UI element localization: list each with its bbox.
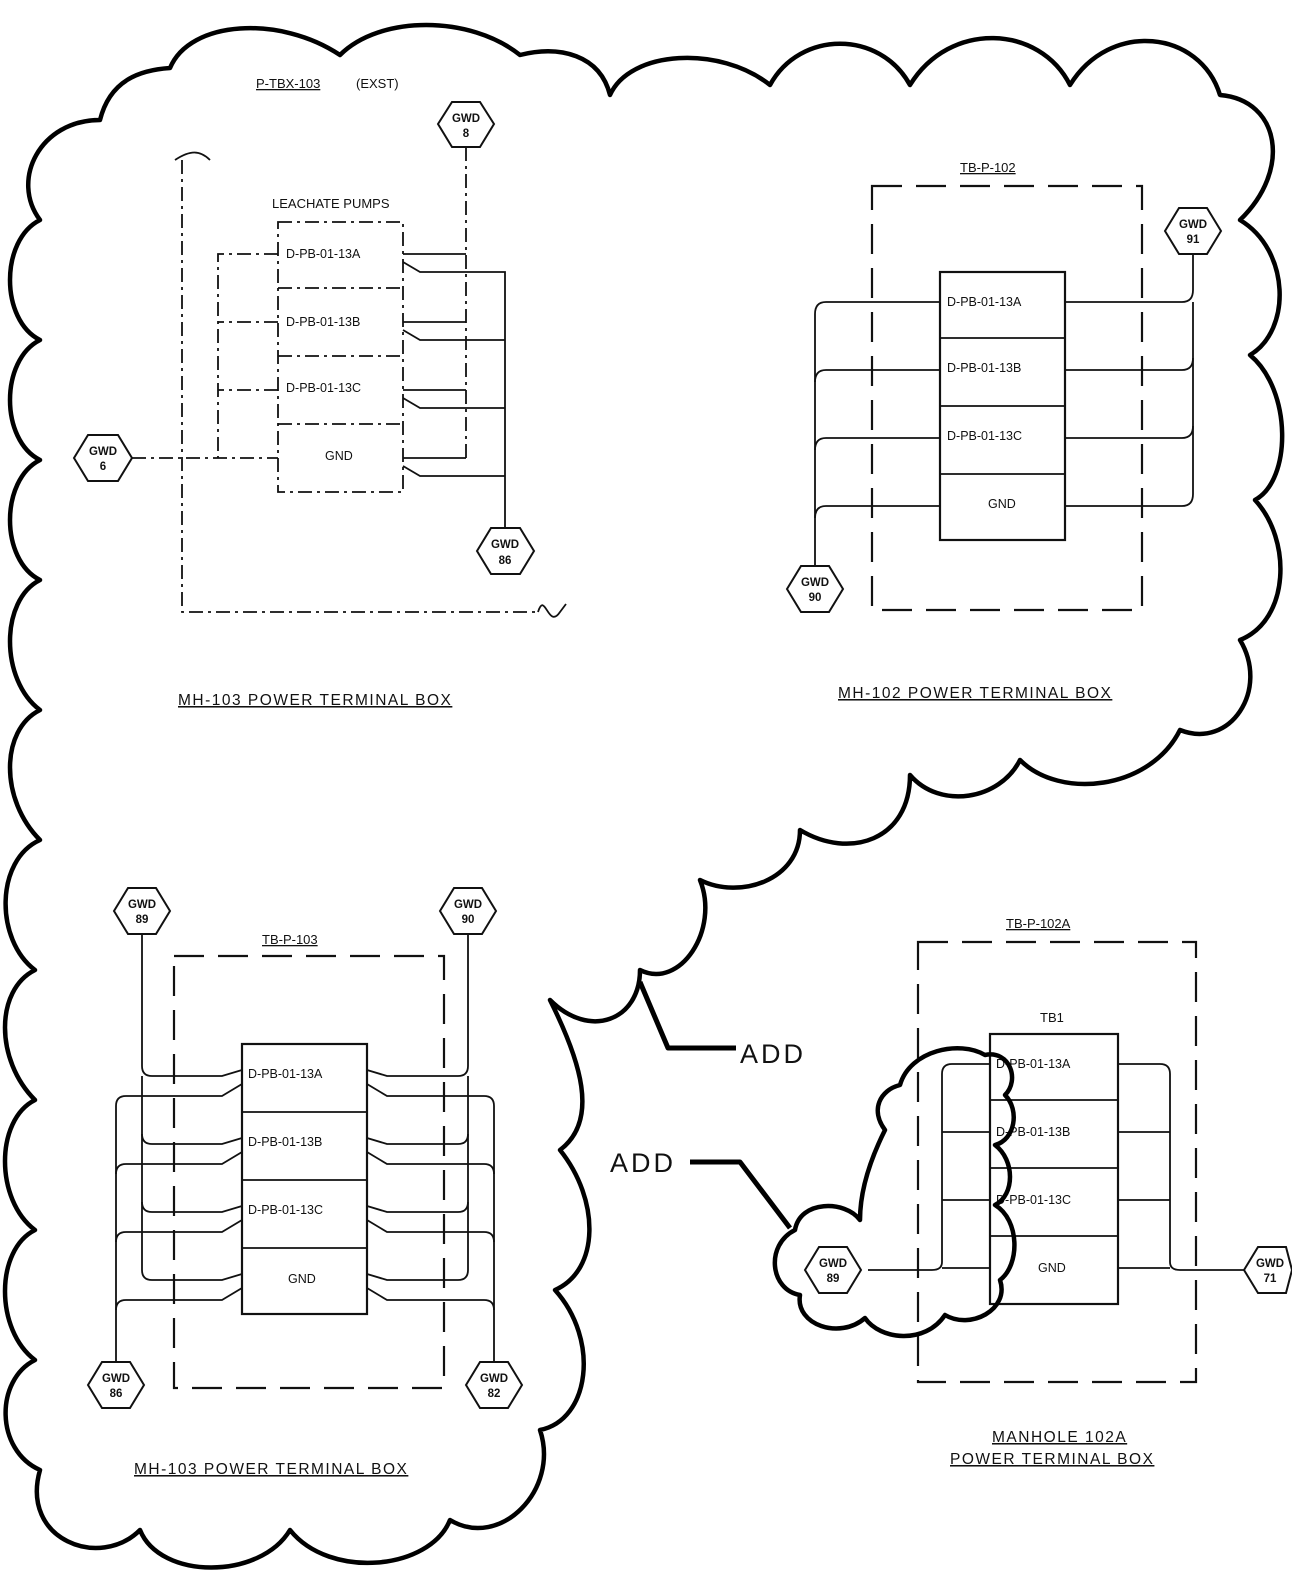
tag-label: GWD xyxy=(801,577,829,589)
enclosure-dashed xyxy=(916,940,1198,1384)
panel-mh103-new: TB-P-103 D-PB-01-13A D-PB-01-13B D-PB-01… xyxy=(86,887,524,1478)
revision-cloud-main xyxy=(2,22,1285,1570)
terminal-label: GND xyxy=(988,497,1016,511)
add-callout-2: ADD xyxy=(610,1148,676,1178)
tag-number: 82 xyxy=(488,1388,501,1400)
caption-mh102: MH-102 POWER TERMINAL BOX xyxy=(838,685,1112,702)
tag-number: 6 xyxy=(100,461,106,473)
terminal-label: D-PB-01-13C xyxy=(996,1193,1071,1207)
tag-label: GWD xyxy=(102,1373,130,1385)
panel-mh102: TB-P-102 D-PB-01-13A D-PB-01-13B D-PB-01… xyxy=(785,160,1223,702)
caption-manhole-102a-line2: POWER TERMINAL BOX xyxy=(950,1451,1154,1468)
box-id-tb-p-102a: TB-P-102A xyxy=(1006,916,1071,931)
tag-number: 90 xyxy=(462,914,475,926)
tag-number: 86 xyxy=(110,1388,123,1400)
panel-mh103-existing: P-TBX-103 (EXST) LEACHATE PUMPS D-PB-01-… xyxy=(72,76,567,709)
gwd-tag-hex xyxy=(112,887,172,935)
gwd-tag-hex xyxy=(1163,207,1223,255)
enclosure-dashed xyxy=(172,954,446,1390)
tag-label: GWD xyxy=(1256,1258,1284,1270)
strip-label-tb1: TB1 xyxy=(1040,1010,1064,1025)
gwd-tag-hex xyxy=(475,527,536,575)
tag-label: GWD xyxy=(452,113,480,125)
terminal-strip-outline xyxy=(277,221,404,493)
tag-number: 89 xyxy=(136,914,149,926)
tag-number: 90 xyxy=(809,592,822,604)
terminal-label: D-PB-01-13A xyxy=(248,1067,323,1081)
gwd-tag-hex xyxy=(803,1246,863,1294)
gwd-tag-hex xyxy=(1242,1246,1292,1294)
terminal-label: D-PB-01-13B xyxy=(947,361,1021,375)
panel-manhole-102a: TB-P-102A TB1 D-PB-01-13A D-PB-01-13B D-… xyxy=(772,916,1292,1468)
enclosure-dashed xyxy=(870,184,1144,612)
add-leader-1 xyxy=(637,981,736,1051)
tag-label: GWD xyxy=(480,1373,508,1385)
box-suffix-exst: (EXST) xyxy=(356,76,399,91)
tag-number: 8 xyxy=(463,128,470,140)
terminal-label: D-PB-01-13A xyxy=(286,247,361,261)
gwd-tag-hex xyxy=(436,101,496,148)
add-callout-1: ADD xyxy=(740,1039,806,1069)
tag-number: 89 xyxy=(827,1273,840,1285)
terminal-label: D-PB-01-13B xyxy=(248,1135,322,1149)
tag-number: 91 xyxy=(1187,234,1200,246)
gwd-tag-hex xyxy=(785,565,845,613)
terminal-label: D-PB-01-13A xyxy=(947,295,1022,309)
tag-number: 86 xyxy=(499,555,512,567)
terminal-label: D-PB-01-13C xyxy=(286,381,361,395)
box-id-p-tbx-103: P-TBX-103 xyxy=(256,76,320,91)
terminal-label: GND xyxy=(288,1272,316,1286)
terminal-strip xyxy=(240,1042,369,1316)
gwd-tag-hex xyxy=(86,1361,146,1409)
terminal-label: D-PB-01-13B xyxy=(996,1125,1070,1139)
caption-manhole-102a-line1: MANHOLE 102A xyxy=(992,1429,1127,1446)
tag-label: GWD xyxy=(128,899,156,911)
caption-mh103-bottom: MH-103 POWER TERMINAL BOX xyxy=(134,1461,408,1478)
tag-label: GWD xyxy=(819,1258,847,1270)
group-label-leachate-pumps: LEACHATE PUMPS xyxy=(272,196,390,211)
add-callouts: ADD ADD xyxy=(610,981,806,1230)
terminal-label: D-PB-01-13C xyxy=(947,429,1022,443)
revision-cloud-small xyxy=(772,1046,1017,1339)
tag-number: 71 xyxy=(1264,1273,1277,1285)
tag-label: GWD xyxy=(89,446,117,458)
terminal-label: D-PB-01-13B xyxy=(286,315,360,329)
gwd-tag-hex xyxy=(464,1361,524,1409)
tag-label: GWD xyxy=(491,539,519,551)
box-id-tb-p-103: TB-P-103 xyxy=(262,932,318,947)
gwd-tag-hex xyxy=(438,887,498,935)
add-leader-2 xyxy=(690,1159,792,1230)
gwd-tag-hex xyxy=(72,434,134,482)
tag-label: GWD xyxy=(1179,219,1207,231)
box-id-tb-p-102: TB-P-102 xyxy=(960,160,1016,175)
terminal-label: GND xyxy=(1038,1261,1066,1275)
terminal-label: D-PB-01-13C xyxy=(248,1203,323,1217)
terminal-label: D-PB-01-13A xyxy=(996,1057,1071,1071)
terminal-label: GND xyxy=(325,449,353,463)
tag-label: GWD xyxy=(454,899,482,911)
caption-mh103-top: MH-103 POWER TERMINAL BOX xyxy=(178,692,452,709)
